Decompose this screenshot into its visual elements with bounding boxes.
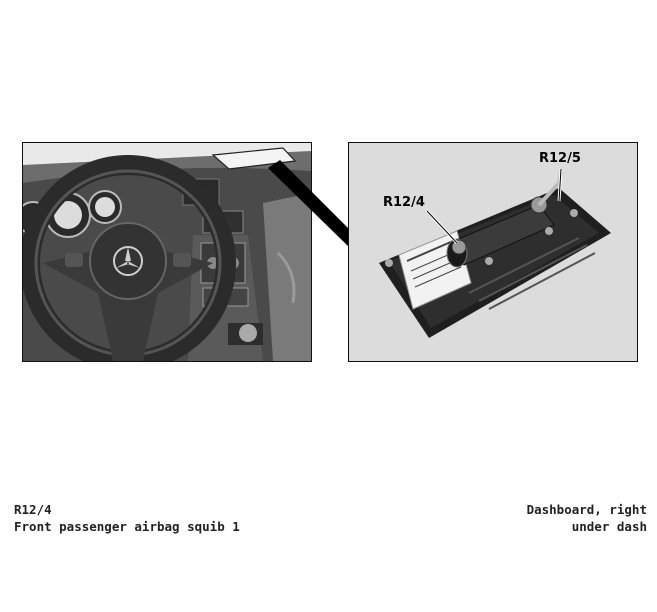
dashboard-illustration [23, 143, 311, 361]
callout-label-r12-4: R12/4 [381, 195, 427, 210]
squib-connector-1 [451, 239, 467, 255]
component-caption: R12/4 Front passenger airbag squib 1 [14, 501, 240, 535]
location-line-1: Dashboard, right [526, 502, 647, 517]
airbag-module-illustration [379, 168, 611, 338]
location-caption: Dashboard, right under dash [527, 501, 647, 535]
airbag-module-closeup-image: R12/4 R12/5 [348, 142, 638, 362]
dashboard-overview-image [22, 142, 312, 362]
component-description: Front passenger airbag squib 1 [14, 519, 240, 534]
component-code: R12/4 [14, 502, 52, 517]
callout-label-r12-5: R12/5 [537, 151, 583, 166]
location-line-2: under dash [571, 519, 647, 534]
